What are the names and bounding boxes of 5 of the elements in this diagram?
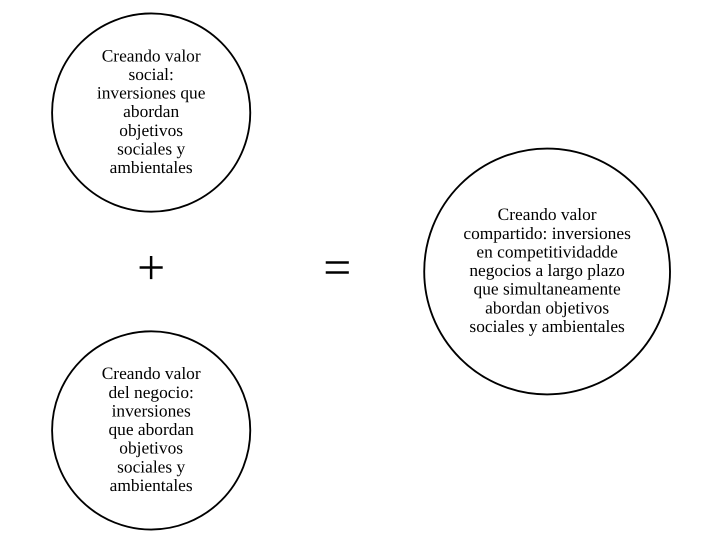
node-circle: Creando valor social: inversiones que abordan objetivos sociales y ambientales: [50, 12, 251, 213]
node-circle: Creando valor compartido: inversiones en competitividadde negocios a largo plazo que simultaneamente abordan objetivos sociales y ambientales: [422, 148, 670, 396]
label: =: [322, 240, 351, 295]
label: +: [136, 240, 165, 295]
node-circle: Creando valor del negocio: inversiones que abordan objetivos sociales y ambientales: [50, 330, 251, 530]
